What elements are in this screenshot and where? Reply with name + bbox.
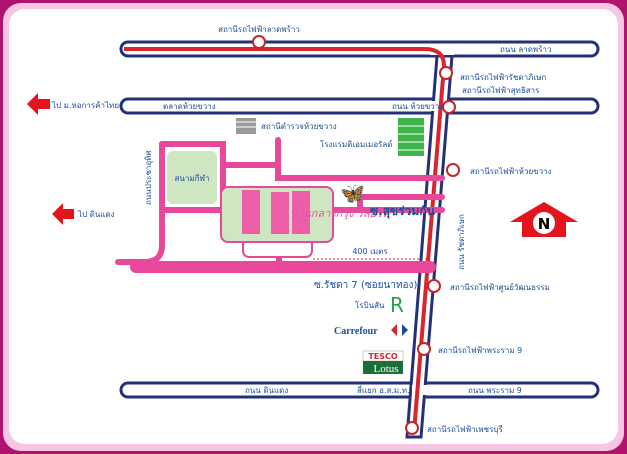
direction-din-daeng-label: ไป ดินแดง	[77, 210, 115, 219]
lotus-label: Lotus	[373, 363, 398, 375]
road-huai-khwang-label: ถนน ห้วยขวาง	[392, 102, 443, 111]
road-huai-khwang	[119, 97, 600, 115]
station-huai-khwang-icon[interactable]	[446, 163, 460, 177]
road-ratchadaphisek-label: ถนน รัชดาภิเษก	[457, 214, 466, 270]
compass-n-label: N	[538, 215, 551, 233]
soi-ratchada7-label: ซ.รัชดา 7 (ซอยนาทอง)	[314, 280, 417, 291]
robinson-label: โรบินสัน	[355, 300, 385, 310]
mrt-line	[124, 47, 447, 433]
arrow-left-icon	[27, 93, 50, 115]
intersection-label: สี่แยก อ.ส.ม.ท.	[357, 384, 410, 395]
station-icons	[252, 35, 460, 435]
butterfly-icon: 🦋	[340, 181, 365, 205]
station-cultural-centre-label: สถานีรถไฟฟ้าศูนย์วัฒนธรรม	[450, 282, 550, 293]
road-pracha-uthit-label: ถนนประชาอุทิศ	[144, 150, 153, 205]
resort-block	[220, 186, 334, 258]
resort-logo-text: บ้านกลางกรุง รีสอร์ท	[290, 207, 390, 220]
arrow-left-icon	[52, 203, 74, 225]
police-label: สถานีตำรวจห้วยขวาง	[261, 122, 337, 131]
robinson-logo-icon: R	[390, 293, 404, 317]
tesco-label: TESCO	[368, 352, 398, 361]
carrefour-logo-icon	[391, 324, 408, 336]
resort-buildings-icon	[242, 190, 310, 234]
market-label: ตลาดห้วยขวาง	[163, 102, 216, 111]
carrefour-label: Carrefour	[334, 326, 378, 337]
station-phetchaburi-icon[interactable]	[405, 421, 419, 435]
station-sutthisan-icon[interactable]	[442, 100, 456, 114]
station-cultural-centre-icon[interactable]	[427, 279, 441, 293]
road-din-daeng-label: ถนน ดินแดง	[245, 386, 288, 395]
road-rama9-din-daeng	[119, 381, 600, 399]
station-ladprao-label: สถานีรถไฟฟ้าลาดพร้าว	[218, 25, 300, 34]
hotel-label: โรงแรมดิเอมเมอรัลด์	[320, 139, 392, 149]
station-sutthisan-label: สถานีรถไฟฟ้าสุทธิสาร	[462, 86, 540, 95]
station-huai-khwang-label: สถานีรถไฟฟ้าห้วยขวาง	[470, 167, 552, 176]
station-phetchaburi-label: สถานีรถไฟฟ้าเพชรบุรี	[427, 425, 503, 434]
station-rama9-label: สถานีรถไฟฟ้าพระราม 9	[438, 346, 522, 355]
stadium-area	[167, 151, 217, 204]
station-ratchadaphisek-icon[interactable]	[439, 66, 453, 80]
direction-utcc-label: ไป ม.หอการค้าไทย	[51, 101, 119, 110]
road-ladprao-label: ถนน ลาดพร้าว	[500, 45, 551, 54]
north-compass-icon	[510, 202, 578, 237]
road-rama9-label: ถนน พระราม 9	[468, 386, 522, 395]
stadium-label: สนามกีฬา	[175, 174, 210, 183]
distance-label: 400 เมตร	[352, 247, 388, 256]
station-ratchadaphisek-label: สถานีรถไฟฟ้ารัชดาภิเษก	[460, 73, 546, 82]
station-ladprao-icon[interactable]	[252, 35, 266, 49]
police-building-icon	[236, 118, 256, 134]
soi-suk-ruam-kan-label: ซ.สุขร่วมกัน	[370, 204, 436, 219]
station-rama9-icon[interactable]	[417, 342, 431, 356]
hotel-building-icon	[398, 118, 424, 156]
